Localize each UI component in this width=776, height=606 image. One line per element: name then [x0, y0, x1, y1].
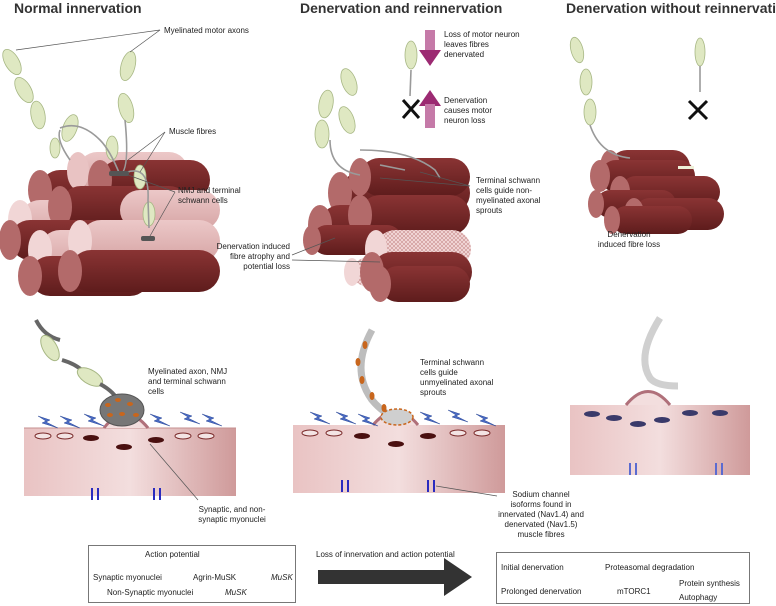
action-potential-bolts: [37, 409, 497, 429]
remnant-nmj-no-reinnervation: [678, 166, 694, 169]
cross-mark-reinnervation: [401, 99, 421, 119]
sodium-channels-no-reinnervation: [629, 463, 723, 475]
label-terminal-schwann-unmyelinated: Terminal schwann cells guide unmyelinate…: [420, 358, 494, 397]
title-normal-innervation: Normal innervation: [14, 0, 142, 16]
label-muscle-fibres: Muscle fibres: [169, 127, 217, 136]
legend-synaptic-myonuclei: Synaptic myonuclei: [93, 573, 162, 582]
sodium-channels-normal: [91, 488, 161, 500]
muscle-fibre-bundle-no-reinnervation: [588, 150, 724, 234]
leader-lines-normal: [15, 29, 176, 237]
label-denervation-causes-loss: Denervation causes motor neuron loss: [444, 96, 493, 125]
label-loss-motor-neuron: Loss of motor neuron leaves fibres dener…: [444, 30, 520, 59]
axon-sprouts-reinnervation: [329, 69, 441, 179]
label-denervation-atrophy: Denervation induced fibre atrophy and po…: [216, 242, 290, 271]
label-prolonged-denervation: Prolonged denervation: [501, 587, 582, 596]
tissue-block-reinnervation: [293, 410, 505, 493]
nmj-normal: [109, 171, 155, 241]
legend-box: Action potential Synaptic myonuclei Agri…: [88, 545, 296, 603]
label-mtorc1: mTORC1: [617, 587, 651, 596]
label-synaptic-myonuclei: Synaptic, and non-synaptic myonuclei: [198, 505, 266, 524]
retracted-axon-no-reinnervation: [641, 316, 679, 390]
label-myelinated-axon-nmj: Myelinated axon, NMJ and terminal schwan…: [148, 367, 228, 396]
label-proteasomal-degradation: Proteasomal degradation: [605, 563, 695, 572]
legend-agrin-musk: Agrin-MuSK: [193, 573, 237, 582]
nmj-axon-bottom-normal: [34, 319, 145, 427]
loss-arrow: [318, 558, 472, 596]
legend-action-potential: Action potential: [145, 550, 200, 559]
tissue-block-no-reinnervation: [570, 390, 750, 475]
legend-musk-down: MuSK: [225, 588, 247, 597]
tissue-block-normal: [24, 412, 236, 500]
sprout-bottom-reinnervation: [355, 328, 414, 426]
myelinated-axons-normal: [2, 48, 156, 227]
label-sodium-channel-isoforms: Sodium channel isoforms found in innerva…: [498, 490, 584, 539]
arrow-up-magenta: [419, 90, 441, 128]
leader-lines-reinnervation: [291, 171, 471, 263]
cross-mark-no-reinnervation: [687, 99, 709, 121]
label-protein-synthesis: Protein synthesis: [679, 579, 740, 588]
myelinated-axons-no-reinnervation: [569, 36, 706, 126]
label-denervation-fibre-loss: Denervation induced fibre loss: [597, 230, 661, 249]
myelinated-axons-reinnervation: [314, 40, 418, 149]
legend-non-synaptic-myonuclei: Non-Synaptic myonuclei: [107, 588, 194, 597]
label-terminal-schwann-guide: Terminal schwann cells guide non-myelina…: [476, 176, 541, 215]
arrow-down-magenta: [419, 30, 441, 66]
muscle-fibre-bundle-reinnervation: [303, 158, 472, 302]
label-initial-denervation: Initial denervation: [501, 563, 564, 572]
legend-musk-up: MuSK: [271, 573, 293, 582]
label-autophagy: Autophagy: [679, 593, 718, 602]
sodium-channels-reinnervation: [341, 480, 435, 492]
denervation-pathway-box: Initial denervation Proteasomal degradat…: [496, 552, 750, 604]
label-myelinated-motor-axons: Myelinated motor axons: [164, 26, 249, 35]
title-denervation-without-reinnervation: Denervation without reinnervation: [566, 0, 776, 16]
title-denervation-reinnervation: Denervation and reinnervation: [300, 0, 503, 16]
label-loss-of-innervation: Loss of innervation and action potential: [316, 550, 455, 559]
label-nmj-terminal-schwann: NMJ and terminal schwann cells: [178, 186, 241, 205]
